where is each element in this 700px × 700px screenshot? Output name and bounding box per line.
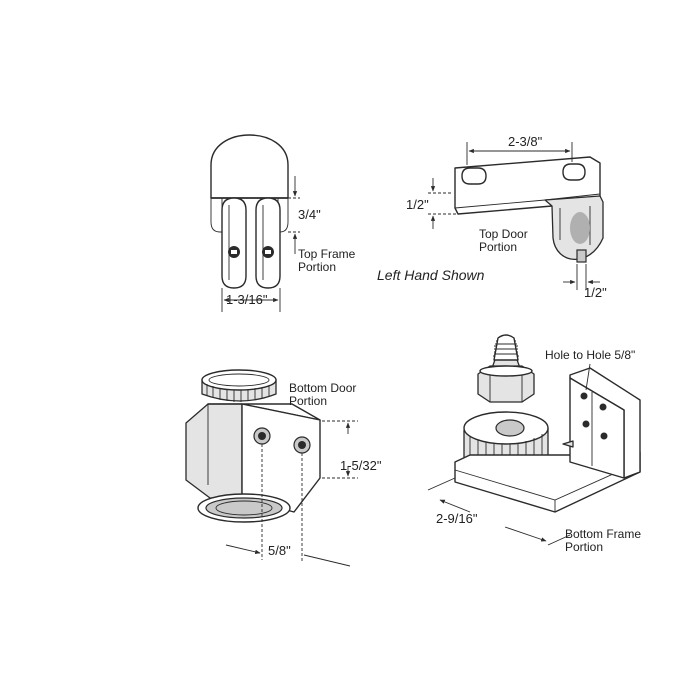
top-door-length-dim: 2-3/8" (508, 134, 543, 149)
bottom-door-portion-label: Bottom Door Portion (289, 381, 360, 408)
bottom-door-height-dim: 1-5/32" (340, 458, 382, 473)
top-frame-width-dim: 1-3/16" (226, 292, 268, 307)
bottom-frame-portion-label: Bottom Frame Portion (565, 527, 644, 554)
top-frame-height-dim: 3/4" (298, 207, 321, 222)
left-hand-shown-label: Left Hand Shown (377, 267, 485, 283)
top-door-pin-dim: 1/2" (584, 285, 607, 300)
top-frame-portion-label: Top Frame Portion (298, 247, 359, 274)
hole-to-hole-label: Hole to Hole 5/8" (545, 348, 635, 362)
top-door-portion-drawing (428, 142, 604, 290)
bottom-door-offset-dim: 5/8" (268, 543, 291, 558)
bottom-frame-length-dim: 2-9/16" (436, 511, 478, 526)
bottom-frame-portion-drawing (427, 334, 641, 546)
top-door-height-dim: 1/2" (406, 197, 429, 212)
bottom-door-portion-drawing (185, 369, 358, 567)
top-frame-portion-drawing (210, 134, 300, 312)
top-door-portion-label: Top Door Portion (479, 227, 531, 254)
